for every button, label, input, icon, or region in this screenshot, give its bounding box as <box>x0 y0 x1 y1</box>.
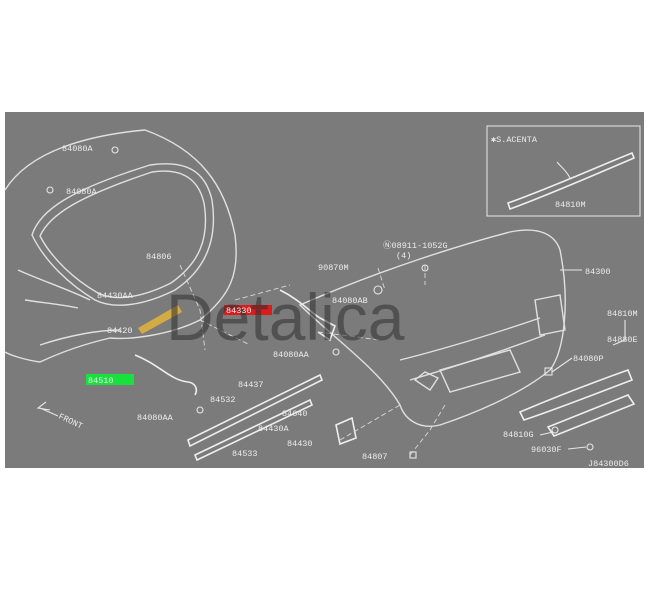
leader-90870m <box>377 265 426 291</box>
highlight-84420 <box>138 305 182 334</box>
trunk-seal <box>39 170 207 299</box>
fastener-5 <box>332 348 340 356</box>
tick-84080p <box>551 357 573 373</box>
tick-84810m <box>612 320 626 346</box>
trunk-opening <box>31 163 215 306</box>
front-arrow <box>36 401 59 417</box>
trunk-lid-outline <box>298 229 566 427</box>
leader-84806 <box>179 264 206 351</box>
label-84437: 84437 <box>238 380 264 390</box>
tick-96030f <box>567 446 587 450</box>
inset-spoiler <box>506 151 636 211</box>
label-84532: 84532 <box>210 395 236 405</box>
leader-84330 <box>199 284 291 346</box>
label-84640: 84640 <box>282 409 308 419</box>
diagram-code: J84300D6 <box>588 459 629 469</box>
hinge-right <box>279 289 336 342</box>
label-84533: 84533 <box>232 449 258 459</box>
fastener-4 <box>373 285 383 295</box>
label-84080a-left: 84080A <box>66 187 98 197</box>
label-84430a: 84430A <box>258 424 290 434</box>
label-84430: 84430 <box>287 439 313 449</box>
label-84080aa-low: 84080AA <box>137 413 174 423</box>
label-96030f: 96030F <box>531 445 562 455</box>
diagram-panel <box>5 112 644 468</box>
latch <box>335 416 357 446</box>
hinge-left <box>134 354 198 396</box>
label-84330: 84330 <box>226 306 252 316</box>
inset-title: ✱S.ACENTA <box>491 135 538 145</box>
fastener-3 <box>421 264 429 272</box>
torsion-bar-2 <box>193 398 314 462</box>
label-84420: 84420 <box>107 326 133 336</box>
torsion-bar <box>187 373 324 448</box>
label-84807: 84807 <box>362 452 388 462</box>
label-84810g: 84810G <box>503 430 534 440</box>
highlight-84510 <box>86 374 134 385</box>
leader-84807 <box>409 404 446 456</box>
label-84080ab: 84080AB <box>332 296 368 306</box>
garnish-84810m <box>518 368 634 421</box>
fastener-9 <box>409 451 417 459</box>
label-84880e: 84880E <box>607 335 638 345</box>
lid-trim-right <box>534 294 566 336</box>
label-84806: 84806 <box>146 252 172 262</box>
leader-latch <box>317 331 401 441</box>
garnish-84810g <box>546 394 636 437</box>
label-90870m: 90870M <box>318 263 349 273</box>
fastener-6 <box>196 406 204 414</box>
label-84810m: 84810M <box>607 309 638 319</box>
highlight-84330 <box>224 305 272 315</box>
label-84080aa-mid: 84080AA <box>273 350 310 360</box>
label-84080a-top: 84080A <box>62 144 94 154</box>
fastener-2 <box>46 186 54 194</box>
inset-part-label: 84810M <box>555 200 586 210</box>
car-body-outline <box>4 129 237 363</box>
label-bolt-qty: (4) <box>396 251 411 261</box>
label-84430aa: 84430AA <box>97 291 134 301</box>
label-84300: 84300 <box>585 267 611 277</box>
fastener-7 <box>551 426 559 434</box>
bumper-left <box>39 329 121 346</box>
fastener-8 <box>586 443 594 451</box>
inset-box <box>486 125 641 217</box>
tick-84810g <box>539 431 554 436</box>
license-recess <box>413 349 521 393</box>
inset-leader <box>556 161 571 179</box>
label-bolt: Ⓝ08911-1052G <box>383 241 448 251</box>
fastener-1 <box>111 146 119 154</box>
watermark: Detalica <box>166 280 405 354</box>
label-84510: 84510 <box>88 376 114 386</box>
label-84080p: 84080P <box>573 354 604 364</box>
tail-lamp-left <box>17 269 91 309</box>
